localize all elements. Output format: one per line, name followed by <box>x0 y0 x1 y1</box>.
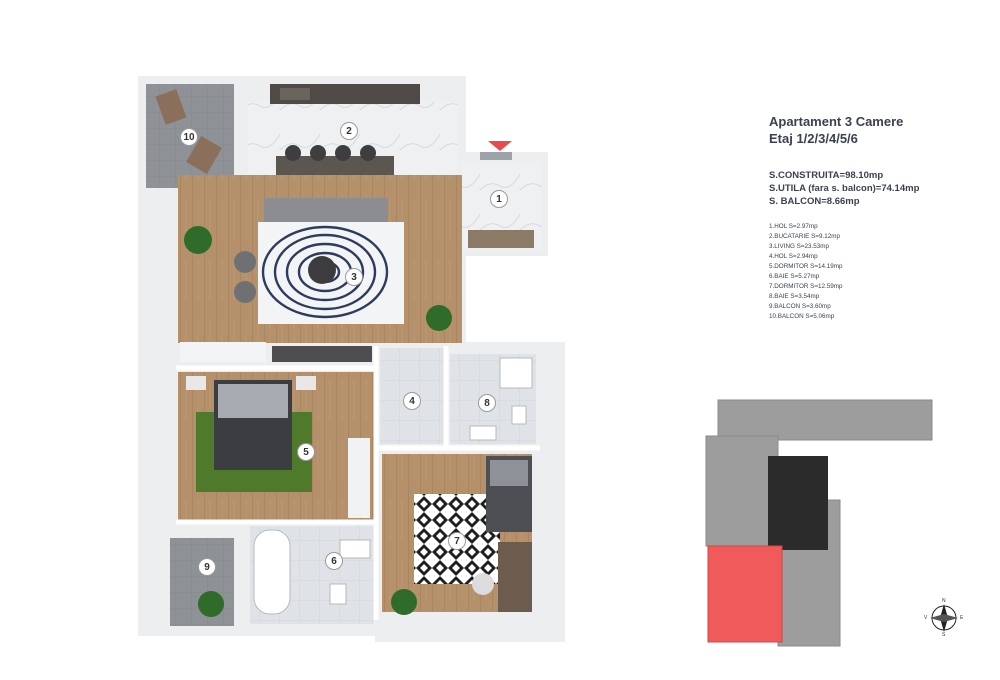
plant-icon <box>426 305 452 331</box>
dining-chair <box>335 145 351 161</box>
desk <box>498 542 532 612</box>
toilet <box>511 405 527 425</box>
hall-bench <box>468 230 534 248</box>
compass-north: N <box>942 598 946 604</box>
armchair <box>234 281 256 303</box>
room-list-item: 6.BAIE S=5.27mp <box>769 273 820 280</box>
room-marker-4: 4 <box>403 392 421 410</box>
room-list-item: 9.BALCON S=3.60mp <box>769 303 831 310</box>
sink <box>339 539 371 559</box>
lounge-chair <box>155 89 187 125</box>
room-marker-10: 10 <box>180 128 198 146</box>
room-list-item: 2.BUCATARIE S=9.12mp <box>769 233 840 240</box>
floor-label: Etaj 1/2/3/4/5/6 <box>769 131 858 146</box>
room-list-item: 8.BAIE S=3.54mp <box>769 293 820 300</box>
plant-icon <box>184 226 212 254</box>
room-list-item: 1.HOL S=2.97mp <box>769 223 818 230</box>
dining-chair <box>310 145 326 161</box>
plant-icon <box>391 589 417 615</box>
room-marker-3: 3 <box>345 268 363 286</box>
room-marker-1: 1 <box>490 190 508 208</box>
pillows <box>218 384 288 418</box>
entry-door <box>480 152 512 160</box>
sink <box>280 88 310 100</box>
armchair <box>234 251 256 273</box>
room-marker-7: 7 <box>448 532 466 550</box>
nightstand <box>296 376 316 390</box>
room-list-item: 5.DORMITOR S=14.19mp <box>769 263 843 270</box>
building-key-plan <box>705 399 933 647</box>
area-built: S.CONSTRUITA=98.10mp <box>769 170 884 181</box>
sofa <box>264 198 388 224</box>
room-list-item: 10.BALCON S=5.06mp <box>769 313 835 320</box>
apartment-title: Apartament 3 Camere <box>769 114 904 129</box>
media-unit <box>272 346 372 362</box>
interior-walls <box>176 346 540 620</box>
coffee-table <box>308 256 336 284</box>
room-marker-6: 6 <box>325 552 343 570</box>
room-list-item: 7.DORMITOR S=12.59mp <box>769 283 843 290</box>
room-marker-5: 5 <box>297 443 315 461</box>
nightstand <box>186 376 206 390</box>
pillows <box>490 460 528 486</box>
area-balcony: S. BALCON=8.66mp <box>769 196 860 207</box>
lounge-chair <box>186 136 222 174</box>
room-marker-2: 2 <box>340 122 358 140</box>
wardrobe <box>348 438 370 518</box>
compass-west: V <box>924 615 928 621</box>
room-list-item: 3.LIVING S=23.53mp <box>769 243 830 250</box>
dining-chair <box>360 145 376 161</box>
dining-chair <box>285 145 301 161</box>
plant-icon <box>198 591 224 617</box>
room-marker-8: 8 <box>478 394 496 412</box>
compass-east: E <box>960 615 964 621</box>
toilet <box>329 583 347 605</box>
tv-console <box>180 342 266 362</box>
entry-arrow-icon <box>488 141 512 151</box>
compass-south: S <box>942 632 946 638</box>
area-usable: S.UTILA (fara s. balcon)=74.14mp <box>769 183 920 194</box>
bathtub <box>253 529 291 615</box>
sink <box>469 425 497 441</box>
room-list-item: 4.HOL S=2.94mp <box>769 253 818 260</box>
desk-chair <box>472 573 494 595</box>
compass-icon <box>930 604 958 632</box>
room-marker-9: 9 <box>198 558 216 576</box>
shower <box>499 357 533 389</box>
